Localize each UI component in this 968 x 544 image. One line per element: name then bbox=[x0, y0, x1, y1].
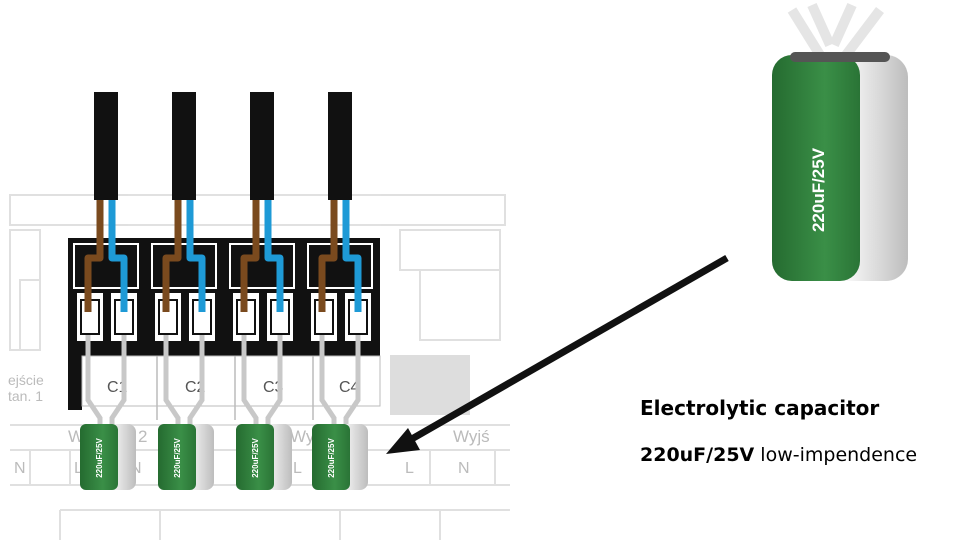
capacitor-3-label: 220uF/25V bbox=[251, 438, 260, 478]
cables bbox=[84, 92, 362, 312]
pointer-arrow bbox=[386, 254, 729, 454]
capacitor-3: 220uF/25V bbox=[236, 424, 292, 490]
background-block bbox=[390, 355, 470, 415]
capacitor-4: 220uF/25V bbox=[312, 424, 368, 490]
bg-label-l2: L bbox=[293, 460, 302, 477]
bg-label-l1: L bbox=[74, 460, 83, 477]
bg-label-2: 2 bbox=[138, 427, 147, 446]
large-capacitor-label: 220uF/25V bbox=[809, 147, 828, 232]
bg-label-ejscie: ejście bbox=[8, 372, 44, 388]
bg-label-tan: tan. 1 bbox=[8, 388, 43, 404]
bg-label-n3: N bbox=[458, 460, 470, 477]
caption-title: Electrolytic capacitor bbox=[640, 396, 880, 420]
bg-label-n1: N bbox=[14, 460, 26, 477]
large-capacitor: 220uF/25V bbox=[772, 2, 908, 281]
capacitor-4-label: 220uF/25V bbox=[327, 438, 336, 478]
terminal-label-c4: C4 bbox=[339, 379, 360, 396]
capacitor-1: 220uF/25V bbox=[80, 424, 136, 490]
caption-spec-desc: low-impendence bbox=[754, 444, 918, 466]
background-labels: ejście tan. 1 W 2 Wy Wyjś N L N L L N bbox=[8, 372, 490, 477]
caption-spec-value: 220uF/25V bbox=[640, 444, 755, 466]
bg-label-wy: Wy bbox=[290, 427, 315, 446]
bg-label-wyjs: Wyjś bbox=[453, 427, 490, 446]
caption-spec: 220uF/25V low-impendence bbox=[640, 444, 917, 466]
bg-label-l3: L bbox=[405, 460, 414, 477]
capacitor-2: 220uF/25V bbox=[158, 424, 214, 490]
capacitor-2-label: 220uF/25V bbox=[173, 438, 182, 478]
capacitor-1-label: 220uF/25V bbox=[95, 438, 104, 478]
